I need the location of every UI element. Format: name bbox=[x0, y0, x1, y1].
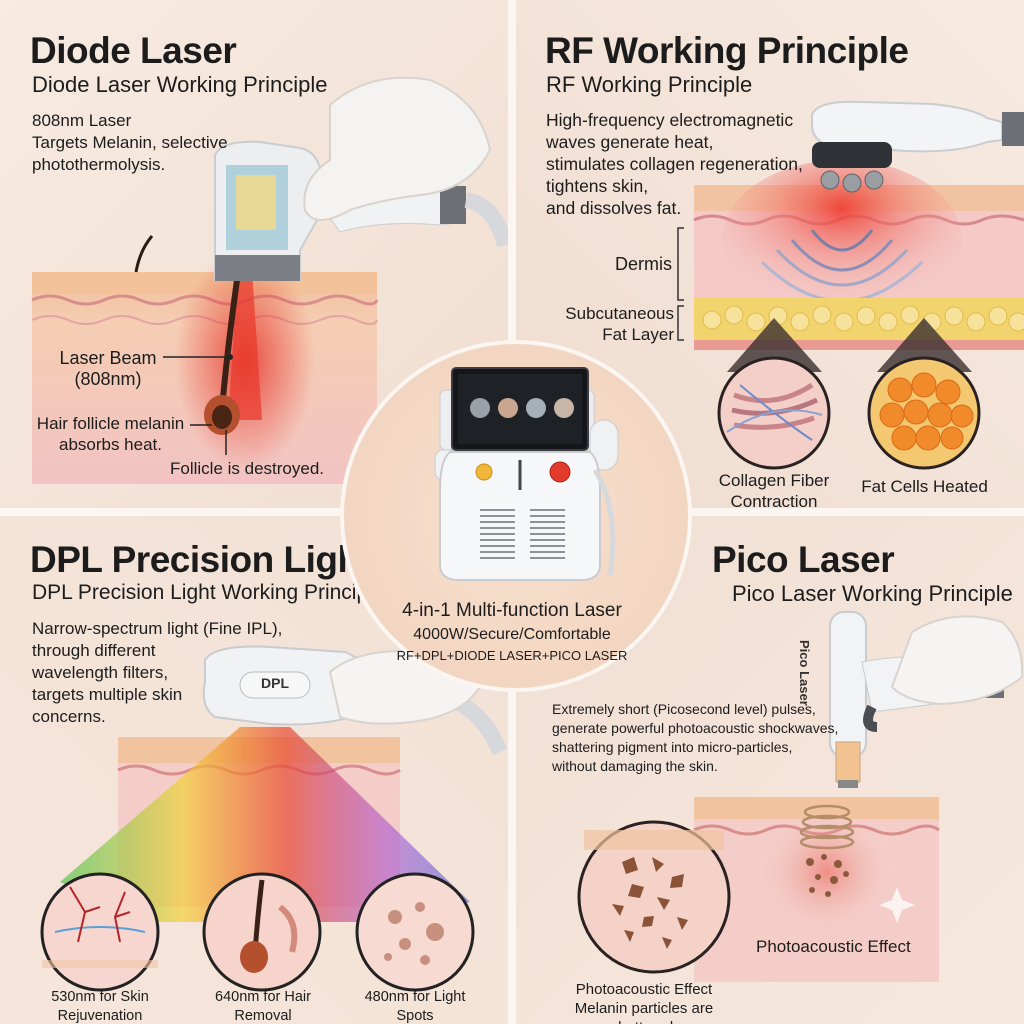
circle-label-480nm: 480nm for Light Spots bbox=[364, 989, 466, 1024]
rf-desc-line: waves generate heat, bbox=[546, 132, 714, 152]
laser-beam-label-line: Laser Beam bbox=[59, 348, 157, 368]
pico-desc-line: without damaging the skin. bbox=[552, 758, 718, 774]
dpl-desc-line: concerns. bbox=[32, 707, 106, 726]
dpl-title: DPL Precision Light bbox=[30, 539, 372, 580]
melanin-shattered-label: Photoacoustic Effect Melanin particles a… bbox=[544, 980, 744, 1024]
pico-subtitle: Pico Laser Working Principle bbox=[732, 581, 1013, 606]
rf-desc-line: and dissolves fat. bbox=[546, 198, 682, 218]
laser-beam-label-line: (808nm) bbox=[74, 369, 142, 389]
rf-description: High-frequency electromagnetic waves gen… bbox=[546, 109, 803, 219]
dpl-desc-line: wavelength filters, bbox=[32, 663, 169, 682]
rf-desc-line: tightens skin, bbox=[546, 176, 649, 196]
laser-beam-label: Laser Beam (808nm) bbox=[52, 348, 164, 390]
dpl-desc-line: targets multiple skin bbox=[32, 685, 183, 704]
machine-illustration bbox=[434, 367, 619, 581]
dpl-subtitle: DPL Precision Light Working Principle bbox=[32, 581, 385, 604]
circle-label-640nm: 640nm for Hair Removal bbox=[215, 989, 311, 1024]
collagen-label: Collagen Fiber Contraction bbox=[704, 470, 844, 512]
center-product-modes: RF+DPL+DIODE LASER+PICO LASER bbox=[396, 648, 628, 663]
photoacoustic-effect-label: Photoacoustic Effect bbox=[756, 937, 911, 956]
diode-description: 808nm Laser Targets Melanin, selective p… bbox=[32, 110, 228, 176]
fat-cells-label: Fat Cells Heated bbox=[861, 477, 988, 496]
diode-desc-line: photothermolysis. bbox=[32, 155, 166, 174]
follicle-label-line: Hair follicle melanin bbox=[36, 414, 185, 433]
diode-illustration bbox=[31, 76, 512, 484]
circle-label-530nm: 530nm for Skin Rejuvenation bbox=[51, 989, 149, 1024]
diode-laser-panel: Diode Laser Diode Laser Working Principl… bbox=[0, 0, 512, 512]
center-product-title: 4-in-1 Multi-function Laser bbox=[402, 600, 622, 621]
melanin-label-line: Melanin particles are shattered. bbox=[574, 1000, 714, 1024]
collagen-label-line: Collagen Fiber bbox=[718, 471, 830, 490]
pico-description: Extremely short (Picosecond level) pulse… bbox=[552, 700, 838, 776]
fat-layer-label-line: Fat Layer bbox=[602, 325, 674, 344]
fat-layer-label-line: Subcutaneous bbox=[565, 304, 674, 323]
pico-handle-label: Pico Laser bbox=[797, 640, 812, 706]
follicle-destroyed-label: Follicle is destroyed. bbox=[170, 459, 325, 478]
diode-title: Diode Laser bbox=[30, 30, 237, 71]
pico-desc-line: shattering pigment into micro-particles, bbox=[552, 739, 793, 755]
dpl-handle-label: DPL bbox=[261, 675, 289, 691]
pico-desc-line: generate powerful photoacoustic shockwav… bbox=[552, 720, 839, 736]
dpl-illustration bbox=[40, 645, 508, 992]
pico-title: Pico Laser bbox=[712, 539, 895, 580]
rf-desc-line: stimulates collagen regeneration, bbox=[546, 154, 803, 174]
dermis-label: Dermis bbox=[615, 254, 672, 274]
center-product-specs: 4000W/Secure/Comfortable bbox=[413, 626, 611, 643]
rf-subtitle: RF Working Principle bbox=[546, 72, 753, 97]
dpl-description: Narrow-spectrum light (Fine IPL), throug… bbox=[32, 618, 282, 728]
dpl-desc-line: through different bbox=[32, 641, 156, 660]
follicle-label-line: absorbs heat. bbox=[58, 435, 162, 454]
follicle-melanin-label: Hair follicle melanin absorbs heat. bbox=[28, 413, 193, 455]
melanin-label-line: Photoacoustic Effect bbox=[575, 981, 713, 998]
fat-layer-label: Subcutaneous Fat Layer bbox=[542, 303, 674, 345]
diode-subtitle: Diode Laser Working Principle bbox=[32, 72, 328, 97]
diode-desc-line: 808nm Laser bbox=[32, 111, 132, 130]
diode-desc-line: Targets Melanin, selective bbox=[32, 133, 228, 152]
pico-illustration bbox=[577, 611, 1024, 982]
rf-illustration bbox=[677, 100, 1024, 470]
rf-desc-line: High-frequency electromagnetic bbox=[546, 110, 794, 130]
collagen-label-line: Contraction bbox=[730, 492, 818, 511]
dpl-desc-line: Narrow-spectrum light (Fine IPL), bbox=[32, 619, 283, 638]
rf-title: RF Working Principle bbox=[545, 30, 909, 71]
pico-desc-line: Extremely short (Picosecond level) pulse… bbox=[552, 701, 816, 717]
